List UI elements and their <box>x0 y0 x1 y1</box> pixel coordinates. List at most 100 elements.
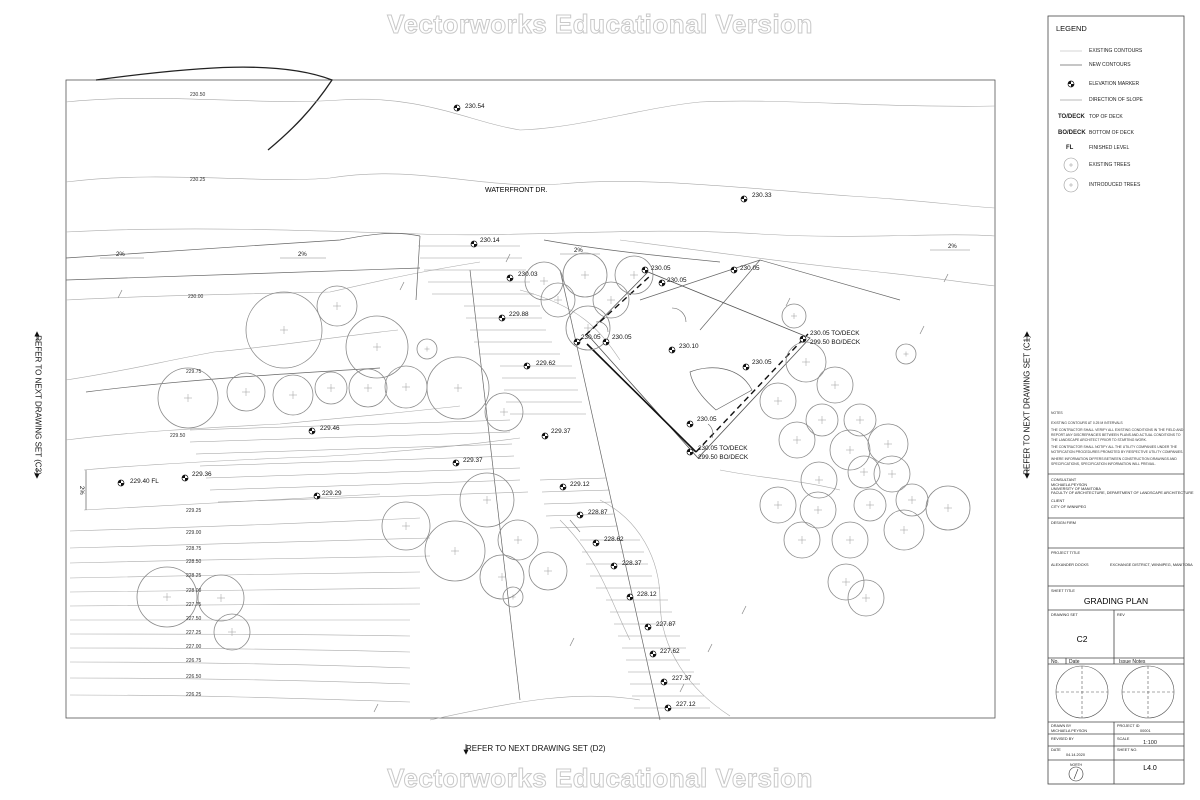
sheet-title: GRADING PLAN <box>1084 596 1148 606</box>
contour-label: 226.75 <box>186 658 202 664</box>
tree-icon <box>381 501 431 551</box>
contour-label: 229.00 <box>186 530 202 536</box>
date-label: DATE <box>1051 748 1061 752</box>
tree-icon <box>314 371 348 405</box>
tree-icon <box>426 356 490 420</box>
elevation-marker-icon <box>1067 80 1075 88</box>
slope-label: 2% <box>948 244 957 250</box>
tree-icon <box>484 392 524 432</box>
tree-icon <box>272 374 314 416</box>
elevation-label: 229.62 <box>536 360 556 367</box>
legend-symbol-text: FL <box>1066 145 1074 151</box>
tree-icon <box>226 372 266 412</box>
slope-label: 2% <box>78 486 84 495</box>
elevation-label: 230.05 <box>697 416 717 423</box>
plan-frame <box>65 79 996 719</box>
elevation-label: 227.12 <box>676 701 696 708</box>
elevation-label: 228.87 <box>588 509 608 516</box>
tree-icon <box>497 519 539 561</box>
tree-icon <box>245 291 323 369</box>
project-location: EXCHANGE DISTRICT, WINNIPEG, MANITOBA <box>1110 563 1193 567</box>
notes-line: THE CONTRACTOR SHALL NOTIFY ALL THE UTIL… <box>1051 445 1178 449</box>
tree-icon <box>136 566 198 628</box>
tree-icon <box>540 282 576 318</box>
tree-icon <box>459 472 515 528</box>
contour-label: 229.25 <box>186 508 202 514</box>
elevation-label: 229.36 <box>192 471 212 478</box>
elevation-marker-icon <box>181 474 189 482</box>
client-label: CLIENT <box>1051 499 1065 503</box>
elevation-marker-icon <box>576 511 584 519</box>
elevation-marker-icon <box>523 362 531 370</box>
legend-symbols <box>1060 50 1082 193</box>
shoreline-edge <box>95 66 333 151</box>
elevation-marker-icon <box>658 279 666 287</box>
elevation-label: 229.29 <box>322 490 342 497</box>
scale-label: SCALE <box>1117 737 1130 741</box>
elevation-marker-icon <box>559 483 567 491</box>
elevation-label: 229.40 FL <box>130 478 159 485</box>
elevation-marker-icon <box>799 335 807 343</box>
tree-icon <box>197 574 245 622</box>
notes-title: NOTES <box>1051 411 1063 415</box>
notes-line: NOTIFICATION PROCEDURES PROMOTED BY RESP… <box>1051 450 1183 454</box>
legend-item-label: DIRECTION OF SLOPE <box>1089 97 1144 103</box>
notes-line: REPORT ANY DISCREPANCIES BETWEEN PLANS A… <box>1051 433 1181 437</box>
contour-label: 228.50 <box>186 559 202 565</box>
elevation-marker-icon <box>742 363 750 371</box>
contour-label: 229.75 <box>186 369 202 375</box>
contour-label: 227.25 <box>186 630 202 636</box>
slope-label: 2% <box>116 252 125 258</box>
tree-icon <box>853 488 887 522</box>
slope-arrows <box>85 249 970 508</box>
elevation-label: 230.05 TO/DECK <box>810 330 860 337</box>
elevation-label: 228.37 <box>622 560 642 567</box>
elevation-label: 230.03 <box>518 271 538 278</box>
contour-label: 226.25 <box>186 692 202 698</box>
tree-icon <box>831 521 869 559</box>
elevation-label: 229.88 <box>509 311 529 318</box>
elevation-label: 229.12 <box>570 481 590 488</box>
elevation-labels: 230.54 230.33 230.14 230.03 230.05 230.0… <box>130 103 861 708</box>
legend-item-label: BOTTOM OF DECK <box>1089 130 1135 136</box>
notes-line: WHERE INFORMATION DIFFERS BETWEEN CONSTR… <box>1051 457 1177 461</box>
elevation-marker-icon <box>730 266 738 274</box>
elevation-marker-icon <box>644 623 652 631</box>
contour-label: 227.50 <box>186 616 202 622</box>
slope-label: 2% <box>574 248 583 254</box>
elevation-marker-icon <box>668 346 676 354</box>
watermark-top: Vectorworks Educational Version <box>387 9 813 40</box>
elevation-marker-icon <box>602 338 610 346</box>
elevation-marker-icon <box>610 562 618 570</box>
drawing-set: C2 <box>1077 634 1088 644</box>
tree-icon <box>759 486 797 524</box>
notes-line: THE LANDSCAPE ARCHITECT PRIOR TO STARTIN… <box>1051 438 1147 442</box>
tree-icon <box>847 455 881 489</box>
tree-icon <box>827 563 865 601</box>
elevation-marker-icon <box>649 650 657 658</box>
contour-label: 230.50 <box>190 92 206 98</box>
tree-icon <box>925 485 971 531</box>
street-label: WATERFRONT DR. <box>485 187 548 194</box>
tree-icon <box>895 343 917 365</box>
tree-icon <box>783 521 821 559</box>
contour-label: 230.25 <box>190 177 206 183</box>
title-block-fields: CONSULTANT MICHAELA PEYSON UNIVERSITY OF… <box>1051 478 1194 772</box>
tree-icon <box>778 421 816 459</box>
tree-icon <box>348 368 388 408</box>
notes: NOTES EXISTING CONTOURS AT 0.25 M INTERV… <box>1051 411 1184 466</box>
legend-item-label: NEW CONTOURS <box>1089 62 1131 68</box>
tree-icon <box>528 551 568 591</box>
sheet-no-label: SHEET NO. <box>1117 748 1137 752</box>
legend-item-label: FINISHED LEVEL <box>1089 145 1130 151</box>
tree-icon <box>873 455 911 493</box>
sheet-no: L4.0 <box>1143 765 1157 772</box>
drawing-set-label: DRAWING SET <box>1051 613 1078 617</box>
legend-tree-icon <box>1063 157 1079 173</box>
contour-label: 227.00 <box>186 644 202 650</box>
issue-no-label: No. <box>1051 659 1059 665</box>
client-value: CITY OF WINNIPEG <box>1051 505 1086 509</box>
tree-icon <box>157 367 219 429</box>
elevation-marker-icon <box>498 314 506 322</box>
